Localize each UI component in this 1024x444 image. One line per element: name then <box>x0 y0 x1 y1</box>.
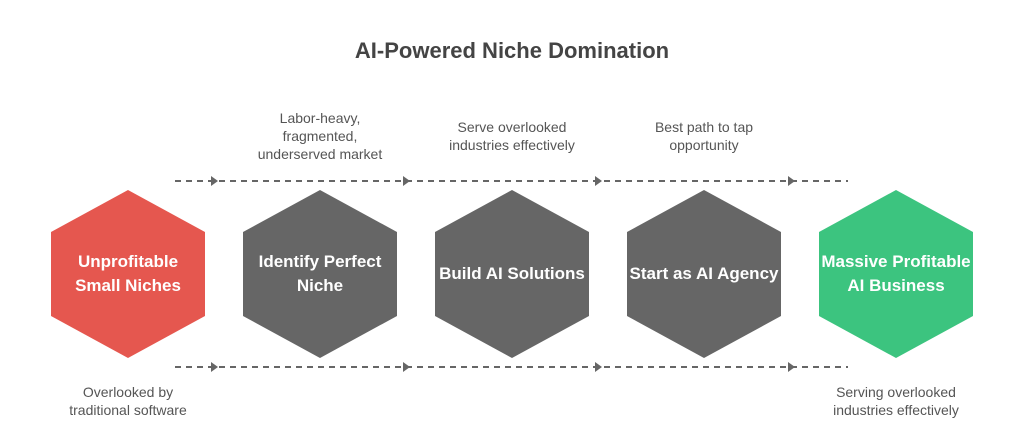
connectors <box>175 176 848 372</box>
arrow-head-icon <box>788 362 795 372</box>
arrow-head-icon <box>211 362 218 372</box>
arrow-head-icon <box>595 362 602 372</box>
arrow-head-icon <box>403 176 410 186</box>
diagram-title: AI-Powered Niche Domination <box>354 38 670 63</box>
arrow-head-icon <box>403 362 410 372</box>
hexagon-step-1 <box>51 190 205 358</box>
note-below: Overlooked by traditional software <box>69 384 187 418</box>
step-label: Unprofitable Small Niches <box>75 252 181 295</box>
arrow-head-icon <box>595 176 602 186</box>
step-label: Start as AI Agency <box>629 264 779 283</box>
arrow-head-icon <box>788 176 795 186</box>
step-label: Massive Profitable AI Business <box>821 252 971 295</box>
hexagon-step-2 <box>243 190 397 358</box>
note-below: Serving overlooked industries effectivel… <box>833 384 959 418</box>
note-above: Best path to tap opportunity <box>654 119 754 153</box>
step-label: Build AI Solutions <box>439 264 585 283</box>
step-label: Identify Perfect Niche <box>258 252 382 295</box>
note-above: Labor-heavy, fragmented, underserved mar… <box>257 110 383 162</box>
note-above: Serve overlooked industries effectively <box>449 119 575 153</box>
hexagon-step-5 <box>819 190 973 358</box>
hexagon-step-3 <box>435 190 589 358</box>
hexagon-step-4 <box>627 190 781 358</box>
arrow-head-icon <box>211 176 218 186</box>
hexagons <box>51 190 973 358</box>
